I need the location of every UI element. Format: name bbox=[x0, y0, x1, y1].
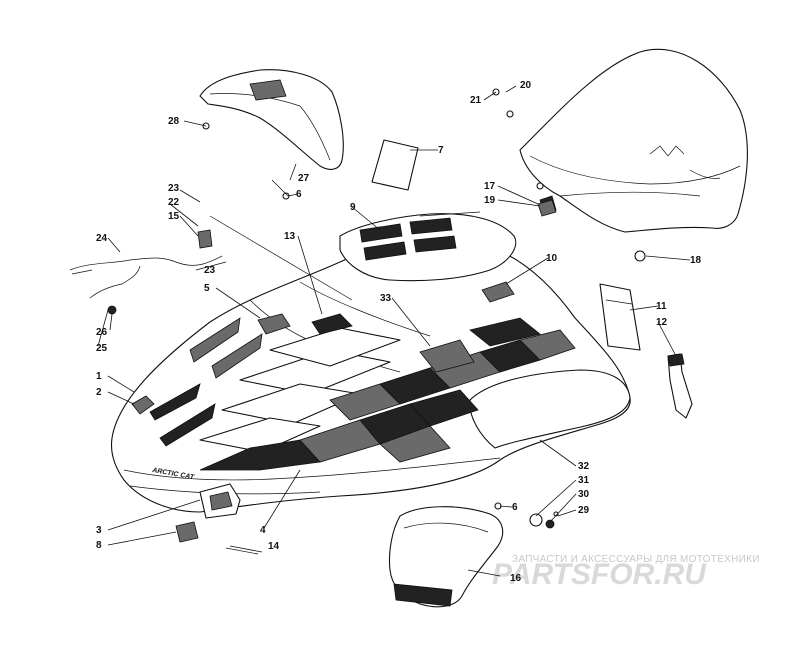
callout-5: 5 bbox=[204, 283, 210, 294]
callout-7: 7 bbox=[438, 145, 444, 156]
callout-20: 20 bbox=[520, 80, 532, 91]
cable-25 bbox=[89, 265, 141, 299]
vent-grille-33 bbox=[419, 339, 475, 373]
callout-31: 31 bbox=[578, 475, 590, 486]
bracket-10 bbox=[481, 281, 515, 303]
callout-30: 30 bbox=[578, 489, 590, 500]
decal-7 bbox=[371, 139, 419, 191]
callout-26: 26 bbox=[96, 327, 108, 338]
callout-13: 13 bbox=[284, 231, 296, 242]
callout-15: 15 bbox=[168, 211, 180, 222]
callout-6-lower: 6 bbox=[512, 502, 518, 513]
callout-23-upper: 23 bbox=[168, 183, 180, 194]
callout-1: 1 bbox=[96, 371, 102, 382]
callout-8: 8 bbox=[96, 540, 102, 551]
left-badge bbox=[131, 395, 155, 415]
callout-2: 2 bbox=[96, 387, 102, 398]
callout-18: 18 bbox=[690, 255, 702, 266]
hood-decal-graphics bbox=[199, 317, 576, 471]
callout-29: 29 bbox=[578, 505, 590, 516]
watermark-logo: PARTSFOR.RU bbox=[492, 558, 707, 591]
air-intake-grille bbox=[339, 211, 517, 282]
callout-19: 19 bbox=[484, 195, 496, 206]
side-panel-right bbox=[469, 369, 631, 449]
callout-33: 33 bbox=[380, 293, 392, 304]
callout-28: 28 bbox=[168, 116, 180, 127]
washer-31 bbox=[529, 513, 543, 527]
knob-26 bbox=[107, 305, 117, 315]
callout-12: 12 bbox=[656, 317, 668, 328]
callout-21: 21 bbox=[470, 95, 482, 106]
bracket-8 bbox=[175, 521, 199, 543]
callout-17: 17 bbox=[484, 181, 496, 192]
callout-22: 22 bbox=[168, 197, 180, 208]
scoop-13 bbox=[311, 313, 353, 335]
callout-9: 9 bbox=[350, 202, 356, 213]
callout-25: 25 bbox=[96, 343, 108, 354]
callout-3: 3 bbox=[96, 525, 102, 536]
callout-24: 24 bbox=[96, 233, 108, 244]
hood-deflector bbox=[199, 69, 344, 170]
hood-louvers bbox=[149, 317, 401, 453]
callout-4: 4 bbox=[260, 525, 266, 536]
decal-11 bbox=[599, 283, 641, 351]
leader-lines bbox=[97, 85, 691, 577]
windshield bbox=[519, 48, 748, 262]
callout-10: 10 bbox=[546, 253, 558, 264]
watermark-tagline: ЗАПЧАСТИ И АКСЕССУАРЫ ДЛЯ МОТОТЕХНИКИ bbox=[512, 554, 760, 565]
callout-16: 16 bbox=[510, 573, 522, 584]
cable-24 bbox=[69, 255, 223, 271]
callout-27: 27 bbox=[298, 173, 310, 184]
washer-30 bbox=[545, 519, 555, 529]
callout-11: 11 bbox=[656, 301, 667, 312]
watermark: ЗАПЧАСТИ И АКСЕССУАРЫ ДЛЯ МОТОТЕХНИКИ PA… bbox=[492, 554, 760, 591]
callout-32: 32 bbox=[578, 461, 590, 472]
callout-23-lower: 23 bbox=[204, 265, 216, 276]
air-box bbox=[388, 506, 504, 608]
clamp-15 bbox=[197, 229, 213, 249]
knob-19 bbox=[537, 199, 557, 217]
rod-14 bbox=[225, 547, 259, 555]
callout-labels: 1 2 3 4 5 6 6 7 8 9 10 11 12 13 14 15 16… bbox=[96, 80, 702, 584]
hood-assembly: ARCTIC CAT bbox=[110, 240, 631, 519]
bracket-5 bbox=[257, 313, 291, 335]
callout-14: 14 bbox=[268, 541, 280, 552]
callout-6-upper: 6 bbox=[296, 189, 302, 200]
